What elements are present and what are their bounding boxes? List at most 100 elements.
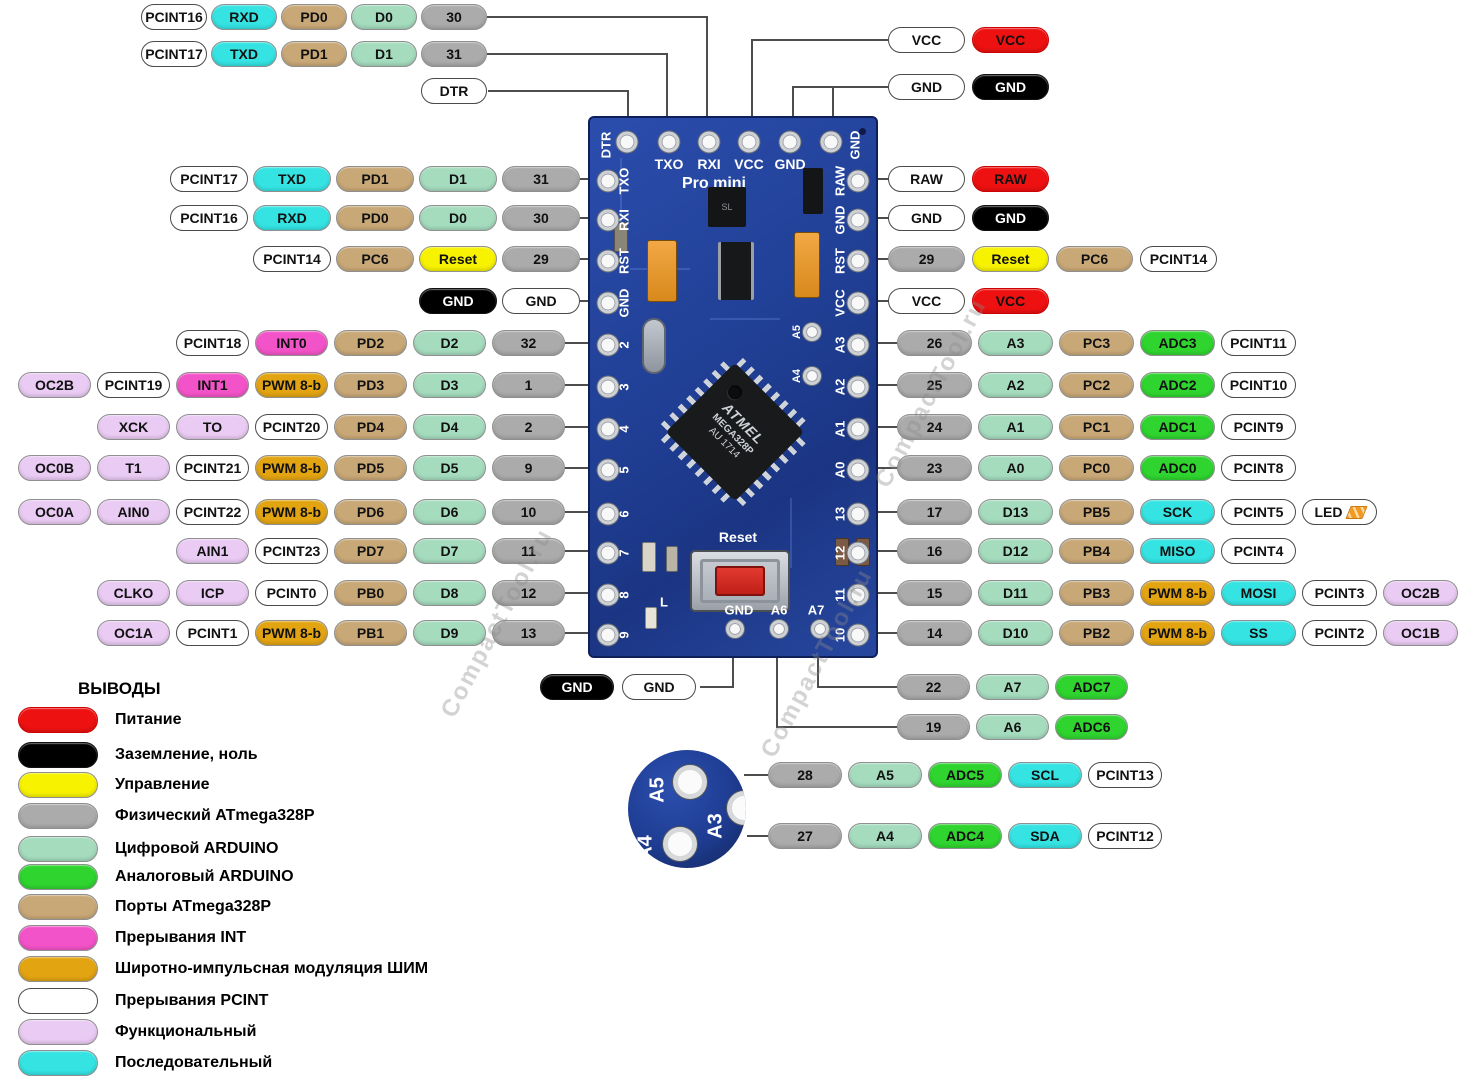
silkscreen-label-2: 2 bbox=[616, 341, 632, 349]
pin-cell-label: PCINT0 bbox=[266, 585, 317, 601]
pin-cell-d8: D8 bbox=[413, 580, 486, 606]
pin-cell-label: PCINT21 bbox=[183, 460, 242, 476]
pin-cell-label: 9 bbox=[524, 460, 533, 476]
pin-cell-pcint5: PCINT5 bbox=[1221, 499, 1296, 525]
pin-cell-label: LED bbox=[1314, 504, 1343, 520]
silkscreen-label-rxi: RXI bbox=[616, 209, 632, 231]
pin-cell-label: D0 bbox=[375, 9, 393, 25]
pin-hole bbox=[847, 542, 869, 564]
pin-cell-gnd: GND bbox=[502, 288, 580, 314]
pin-cell-int0: INT0 bbox=[255, 330, 328, 356]
pin-cell-pcint10: PCINT10 bbox=[1221, 372, 1296, 398]
pin-cell-vcc: VCC bbox=[972, 288, 1049, 314]
pin-cell-pcint18: PCINT18 bbox=[176, 330, 249, 356]
pin-cell-32: 32 bbox=[492, 330, 565, 356]
pin-cell-sck: SCK bbox=[1140, 499, 1215, 525]
pin-cell-label: 12 bbox=[520, 585, 537, 601]
pin-cell-clko: CLKO bbox=[97, 580, 170, 606]
pin-cell-label: A6 bbox=[1003, 719, 1022, 735]
pin-hole bbox=[597, 624, 619, 646]
pin-cell-22: 22 bbox=[897, 674, 970, 700]
pin-cell-label: 28 bbox=[797, 767, 813, 783]
pin-cell-label: A3 bbox=[1006, 335, 1025, 351]
legend-label: Порты ATmega328P bbox=[115, 898, 272, 915]
pin-cell-pd5: PD5 bbox=[334, 455, 407, 481]
pin-hole bbox=[811, 620, 829, 638]
pin-cell-label: A0 bbox=[1006, 460, 1025, 476]
pin-cell-pcint16: PCINT16 bbox=[141, 4, 207, 30]
silkscreen-label-gnd: GND bbox=[774, 156, 806, 172]
pin-cell-gnd: GND bbox=[888, 205, 965, 231]
pin-hole bbox=[597, 292, 619, 314]
pin-row-tl3: DTR bbox=[421, 78, 487, 104]
pin-cell-gnd: GND bbox=[622, 674, 696, 700]
pin-cell-label: RXD bbox=[277, 210, 307, 226]
pin-cell-ain1: AIN1 bbox=[176, 538, 249, 564]
pin-cell-label: GND bbox=[994, 79, 1027, 95]
pin-cell-label: VCC bbox=[911, 293, 942, 309]
pin-cell-31: 31 bbox=[502, 166, 580, 192]
pin-cell-label: 23 bbox=[926, 460, 943, 476]
inset-label-a5: A5 bbox=[646, 777, 669, 803]
pin-cell-25: 25 bbox=[897, 372, 972, 398]
pin-cell-label: PD1 bbox=[361, 171, 389, 187]
pin-cell-label: 25 bbox=[926, 377, 943, 393]
arduino-pro-mini-board: Pro mini SL ATMEL MEGA328P AU 1714 Reset bbox=[588, 116, 878, 658]
smd-component bbox=[666, 546, 678, 572]
pin-cell-led: LED bbox=[1302, 499, 1377, 525]
pin-cell-label: PD1 bbox=[300, 46, 328, 62]
silkscreen-label-3: 3 bbox=[616, 383, 632, 391]
legend-swatch-pcint bbox=[18, 988, 98, 1014]
pin-cell-pcint12: PCINT12 bbox=[1088, 823, 1162, 849]
legend-label: Прерывания INT bbox=[115, 929, 247, 946]
pin-cell-1: 1 bbox=[492, 372, 565, 398]
pin-cell-label: 30 bbox=[446, 9, 462, 25]
silkscreen-label-dtr: DTR bbox=[598, 131, 614, 159]
pin-hole bbox=[820, 131, 842, 153]
pin-cell-pwm-8-b: PWM 8-b bbox=[255, 499, 328, 525]
pin-cell-pcint22: PCINT22 bbox=[176, 499, 249, 525]
pin-cell-label: PCINT20 bbox=[262, 419, 321, 435]
silkscreen-label-rxi: RXI bbox=[697, 156, 721, 172]
pin-cell-label: D10 bbox=[1002, 625, 1029, 641]
pin-cell-label: 29 bbox=[918, 251, 935, 267]
pin-cell-pcint21: PCINT21 bbox=[176, 455, 249, 481]
pin-cell-label: SDA bbox=[1030, 828, 1060, 844]
pin-cell-dtr: DTR bbox=[421, 78, 487, 104]
silkscreen-label-6: 6 bbox=[616, 510, 632, 518]
pin-cell-pb0: PB0 bbox=[334, 580, 407, 606]
silkscreen-label-11: 11 bbox=[832, 588, 848, 602]
legend-swatch-func bbox=[18, 1019, 98, 1045]
pin-cell-label: RAW bbox=[910, 171, 943, 187]
pin-cell-label: 2 bbox=[524, 419, 533, 435]
pin-cell-label: PB5 bbox=[1082, 504, 1111, 520]
pin-cell-label: PD0 bbox=[300, 9, 328, 25]
pin-cell-pc1: PC1 bbox=[1059, 414, 1134, 440]
pin-cell-11: 11 bbox=[492, 538, 565, 564]
pin-cell-label: SCK bbox=[1162, 504, 1193, 520]
resistor bbox=[614, 222, 628, 252]
pin-hole bbox=[597, 503, 619, 525]
pin-cell-label: ICP bbox=[200, 585, 225, 601]
legend-swatch-control bbox=[18, 772, 98, 798]
silkscreen-label-a2: A2 bbox=[832, 378, 848, 396]
silkscreen-label-gnd: GND bbox=[616, 288, 632, 318]
pin-cell-15: 15 bbox=[897, 580, 972, 606]
pin-cell-pwm-8-b: PWM 8-b bbox=[255, 372, 328, 398]
pin-cell-24: 24 bbox=[897, 414, 972, 440]
smd-component bbox=[803, 168, 823, 214]
pin-cell-label: PCINT3 bbox=[1314, 585, 1365, 601]
pin-cell-pcint2: PCINT2 bbox=[1302, 620, 1377, 646]
pin-cell-label: PCINT22 bbox=[183, 504, 242, 520]
pin-hole bbox=[597, 584, 619, 606]
pin-cell-label: OC2B bbox=[35, 377, 74, 393]
pcb-trace bbox=[710, 318, 780, 320]
pin-cell-vcc: VCC bbox=[888, 288, 965, 314]
pin-cell-label: MISO bbox=[1159, 543, 1196, 559]
